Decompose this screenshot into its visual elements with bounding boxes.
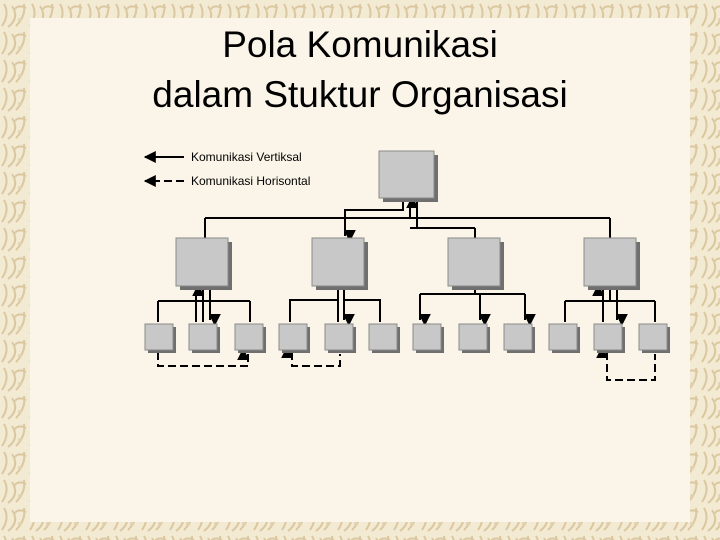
org-node-bottom-4-1: [548, 323, 580, 353]
org-node-bottom-1-2: [188, 323, 220, 353]
org-node-middle-3: [447, 237, 504, 290]
org-node-bottom-2-2: [324, 323, 356, 353]
org-node-top: [378, 150, 438, 202]
org-node-bottom-3-1: [412, 323, 444, 353]
legend-vertical-label: Komunikasi Vertiksal: [191, 150, 302, 164]
org-node-bottom-4-3: [638, 323, 670, 353]
org-node-bottom-1-1: [144, 323, 176, 353]
legend-horizontal-label: Komunikasi Horisontal: [191, 174, 311, 188]
org-node-bottom-3-3: [503, 323, 535, 353]
org-boxes: [144, 150, 670, 353]
slide-title-line-1: Pola Komunikasi: [222, 24, 498, 65]
org-node-middle-1: [175, 237, 232, 290]
horizontal-communication-lines: [157, 346, 656, 381]
org-node-bottom-3-2: [458, 323, 490, 353]
org-node-middle-4: [583, 237, 640, 290]
org-node-bottom-1-3: [234, 323, 266, 353]
org-node-bottom-2-3: [368, 323, 400, 353]
org-node-bottom-2-1: [278, 323, 310, 353]
middle-to-bottom-connectors: [157, 284, 656, 326]
org-node-middle-2: [311, 237, 368, 290]
slide-title-line-2: dalam Stuktur Organisasi: [152, 74, 568, 115]
top-to-middle-connectors: [204, 196, 611, 242]
org-node-bottom-4-2: [593, 323, 625, 353]
